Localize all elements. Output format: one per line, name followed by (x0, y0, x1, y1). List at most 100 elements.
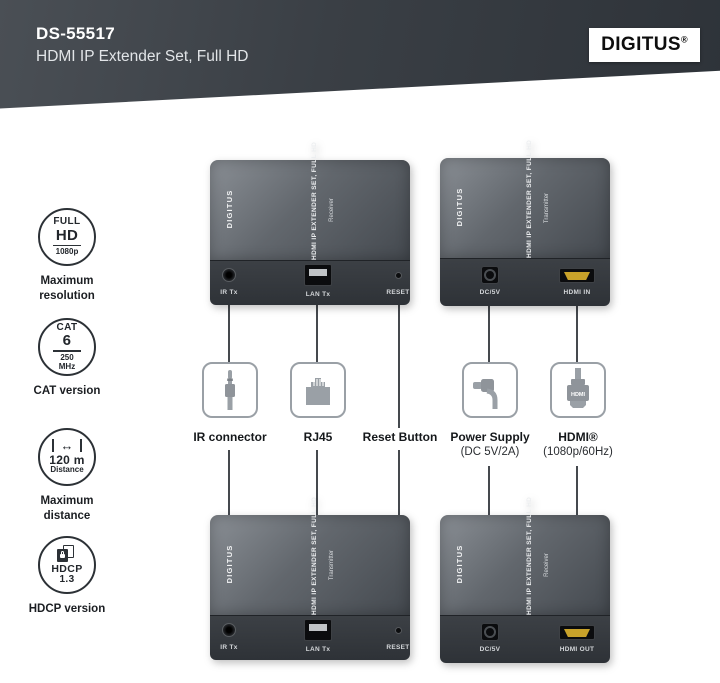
resolution-badge-icon: FULL HD 1080p (38, 208, 96, 266)
port-label-lan: LAN Tx (305, 291, 331, 298)
badge-text: 250 (60, 352, 74, 362)
brand-text: DIGITUS (601, 34, 681, 55)
device-subtitle-print: Transmitter (544, 192, 550, 224)
port-label-ir: IR Tx (220, 289, 238, 296)
hdcp-badge-icon: HDCP 1.3 (38, 536, 96, 594)
connection-line-power-bottom (488, 466, 490, 520)
registered-mark: ® (680, 34, 688, 45)
reset-hole (395, 627, 402, 634)
device-bottom-left: DIGITUS HDMI IP EXTENDER SET, FULL HD Tr… (210, 497, 410, 660)
connection-line-rj45-bottom (316, 450, 318, 520)
badge-divider (53, 350, 81, 352)
device-brand-logo: DIGITUS (455, 187, 464, 227)
device-port-panel: DC/5V HDMI IN (440, 258, 610, 306)
device-top-right: DIGITUS HDMI IP EXTENDER SET, FULL HD Tr… (440, 139, 610, 306)
port-label-ir: IR Tx (220, 644, 238, 651)
device-port-panel: DC/5V HDMI OUT (440, 615, 610, 663)
port-label-reset: RESET (386, 644, 410, 651)
feature-label: HDCP version (28, 603, 106, 615)
badge-text: 120 m (49, 453, 85, 468)
connection-line-ir-bottom (228, 450, 230, 520)
power-supply-box (462, 362, 518, 418)
feature-label: Maximum distance (40, 495, 94, 522)
feature-cat: CAT 6 250 MHz CAT version (22, 318, 112, 399)
badge-text: FULL (53, 216, 81, 228)
device-subtitle-print: Receiver (544, 553, 550, 577)
device-title-print: HDMI IP EXTENDER SET, FULL HD (526, 496, 533, 615)
badge-text: HD (55, 226, 79, 244)
connection-line-hdmi-bottom (576, 466, 578, 520)
page-title: HDMI IP Extender Set, Full HD (36, 48, 249, 65)
hdmi-port (559, 625, 595, 640)
badge-text: MHz (58, 361, 76, 371)
label-hdmi: HDMI® (558, 430, 598, 444)
cat-badge-icon: CAT 6 250 MHz (38, 318, 96, 376)
device-bottom-right: DIGITUS HDMI IP EXTENDER SET, FULL HD Re… (440, 496, 610, 663)
hdmi-plug-icon: HDMI (567, 368, 589, 408)
label-rj45: RJ45 (303, 430, 333, 444)
distance-arrow-icon: ↔ (52, 437, 82, 453)
connection-line-hdmi-top (576, 302, 578, 364)
port-label-hdmi: HDMI OUT (559, 646, 595, 653)
connection-line-power-top (488, 302, 490, 364)
device-top-face: DIGITUS HDMI IP EXTENDER SET, FULL HD Re… (440, 496, 610, 615)
dc-power-port (481, 623, 499, 641)
connection-line-ir-top (228, 300, 230, 364)
feature-resolution: FULL HD 1080p Maximum resolution (22, 208, 112, 304)
badge-text: 1080p (55, 247, 79, 257)
device-top-face: DIGITUS HDMI IP EXTENDER SET, FULL HD Tr… (440, 139, 610, 258)
hdmi-port (559, 268, 595, 283)
device-brand-logo: DIGITUS (225, 544, 234, 584)
documents-lock-icon (57, 544, 77, 562)
dc-plug-icon (473, 379, 498, 409)
port-label-reset: RESET (386, 289, 410, 296)
port-label-dc: DC/5V (479, 289, 501, 296)
reset-hole (395, 272, 402, 279)
label-reset-button: Reset Button (362, 430, 438, 444)
rj45-plug-icon (306, 378, 330, 405)
device-top-left: DIGITUS HDMI IP EXTENDER SET, FULL HD Re… (210, 141, 410, 305)
port-label-lan: LAN Tx (305, 646, 331, 653)
product-model: DS-55517 (36, 24, 115, 43)
badge-divider (53, 244, 81, 247)
device-title-print: HDMI IP EXTENDER SET, FULL HD (526, 139, 533, 258)
connection-line-reset-top (398, 300, 400, 428)
feature-label: Maximum resolution (39, 275, 95, 302)
digitus-logo: DIGITUS® (589, 28, 700, 62)
device-port-panel: IR Tx LAN Tx RESET (210, 615, 410, 660)
rj45-connector-box (290, 362, 346, 418)
device-top-face: DIGITUS HDMI IP EXTENDER SET, FULL HD Tr… (210, 497, 410, 615)
device-title-print: HDMI IP EXTENDER SET, FULL HD (311, 141, 318, 260)
port-label-hdmi: HDMI IN (563, 289, 591, 296)
rj45-port (304, 619, 332, 641)
dc-power-port (481, 266, 499, 284)
device-brand-logo: DIGITUS (225, 189, 234, 229)
feature-distance: ↔ 120 m Distance Maximum distance (22, 428, 112, 524)
label-hdmi-spec: (1080p/60Hz) (543, 446, 613, 458)
ir-port (222, 623, 236, 637)
feature-label: CAT version (33, 385, 101, 397)
hdmi-plug-text: HDMI (571, 392, 586, 398)
arrow-glyph: ↔ (60, 437, 74, 453)
device-brand-logo: DIGITUS (455, 544, 464, 584)
ir-jack-icon (225, 370, 235, 410)
port-label-dc: DC/5V (479, 646, 501, 653)
label-power-supply: Power Supply (450, 430, 530, 444)
ir-port (222, 268, 236, 282)
distance-badge-icon: ↔ 120 m Distance (38, 428, 96, 486)
badge-text: CAT (56, 321, 78, 333)
connection-line-reset-bottom (398, 450, 400, 520)
device-subtitle-print: Transmitter (329, 549, 335, 581)
ir-connector-box (202, 362, 258, 418)
badge-text: Distance (50, 465, 84, 475)
rj45-port (304, 264, 332, 286)
feature-hdcp: HDCP 1.3 HDCP version (22, 536, 112, 617)
badge-text: 6 (62, 332, 72, 350)
device-subtitle-print: Receiver (329, 198, 335, 222)
device-port-panel: IR Tx LAN Tx RESET (210, 260, 410, 305)
label-ir-connector: IR connector (193, 430, 267, 444)
connection-line-rj45-top (316, 300, 318, 364)
label-power-supply-spec: (DC 5V/2A) (460, 446, 520, 458)
badge-text: 1.3 (59, 573, 75, 585)
